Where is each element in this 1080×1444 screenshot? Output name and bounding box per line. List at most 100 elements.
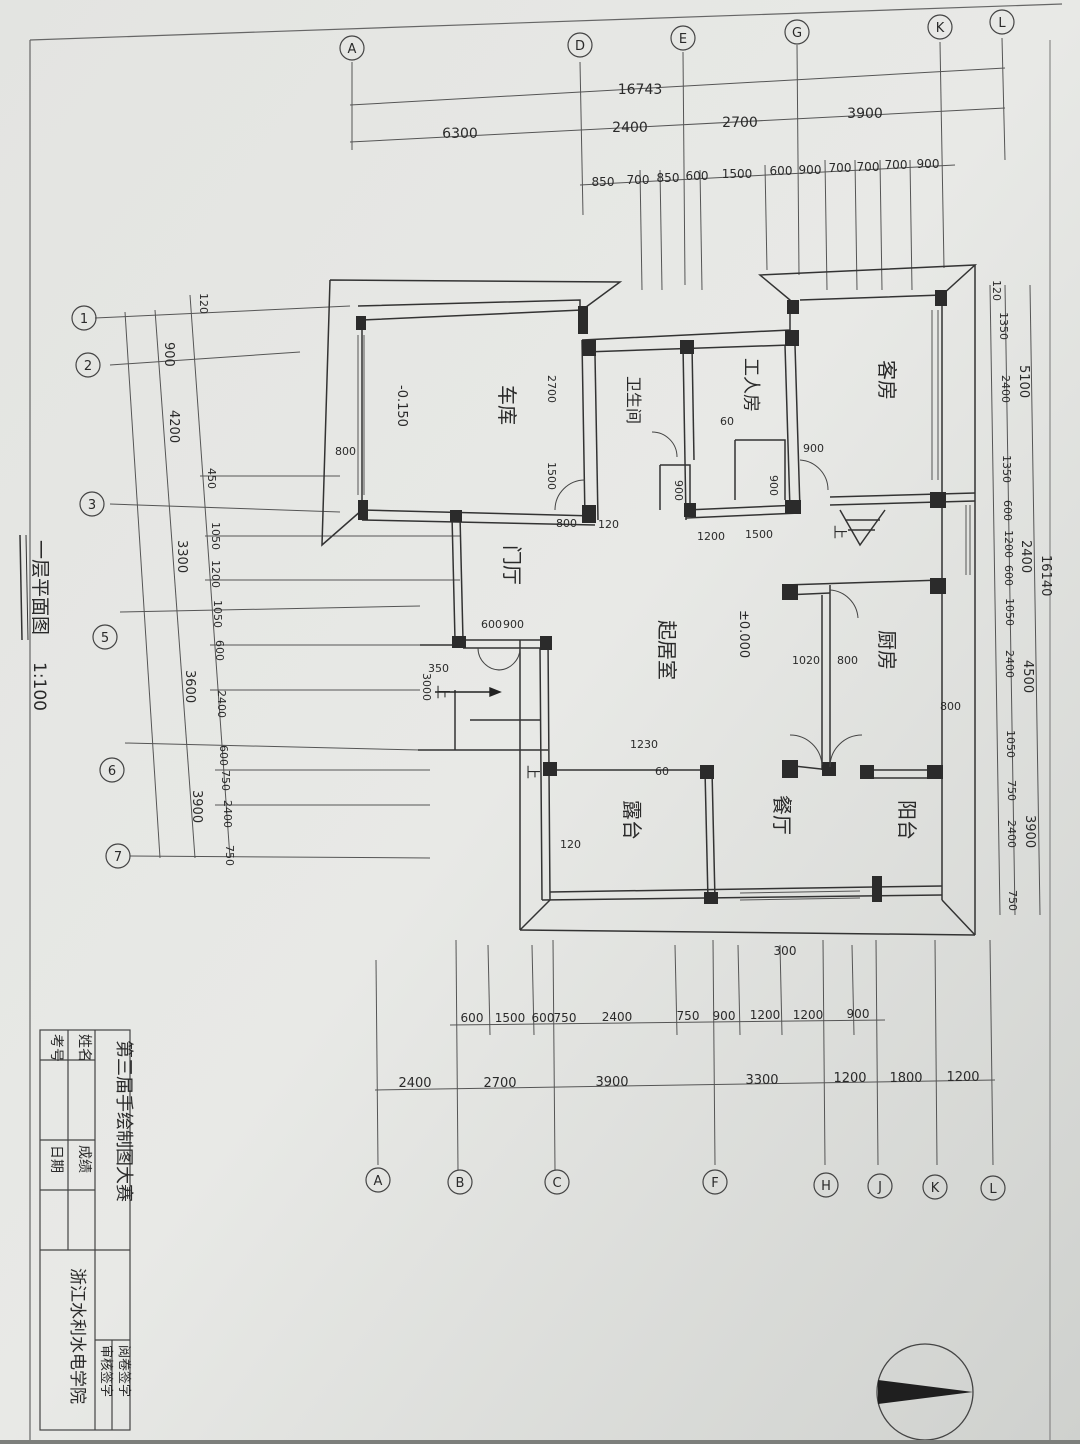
axis-bubble-7 bbox=[105, 843, 131, 869]
dim-top-chain: 3900 bbox=[847, 106, 883, 122]
dim-right-detail: 1050 bbox=[1004, 730, 1017, 758]
axis-bubble-H-bottom bbox=[813, 1172, 839, 1198]
title-underline-thin bbox=[25, 534, 29, 641]
axis-bubble-5 bbox=[92, 624, 118, 650]
axis-bubble-J-bottom bbox=[867, 1173, 893, 1199]
approve-signature-label: 阅卷签字 bbox=[116, 1345, 132, 1397]
sheet-border bbox=[29, 3, 1063, 41]
axis-label-D-top: D bbox=[575, 39, 585, 54]
dim-right-detail: 1350 bbox=[1000, 455, 1013, 483]
dim-left-detail: 750 bbox=[219, 770, 232, 791]
north-arrow-icon bbox=[878, 1380, 973, 1404]
dim-right-detail: 2400 bbox=[1003, 650, 1016, 678]
inner-dim: 800 bbox=[940, 700, 961, 713]
axis-label-J-bottom: J bbox=[877, 1180, 882, 1195]
date-label: 日期 bbox=[48, 1145, 64, 1173]
inner-dim: 1200 bbox=[697, 530, 725, 543]
dim-right-detail: 120 bbox=[990, 280, 1003, 301]
contest-name: 第三届手绘制图大赛 bbox=[113, 1040, 134, 1202]
inner-dim: 1500 bbox=[545, 462, 558, 490]
dim-right-chain: 3900 bbox=[1022, 815, 1037, 848]
dim-top-detail: 700 bbox=[885, 158, 908, 172]
inner-dim: 900 bbox=[803, 442, 824, 455]
dim-right-chain: 4500 bbox=[1020, 660, 1035, 693]
dim-top-chain: 2400 bbox=[612, 120, 648, 136]
room-label-garage: 车库 bbox=[495, 385, 519, 425]
dim-bottom-detail: 900 bbox=[713, 1009, 736, 1023]
room-label-terrace: 露台 bbox=[620, 800, 644, 840]
axis-label-H-bottom: H bbox=[821, 1179, 831, 1194]
axis-label-2: 2 bbox=[84, 359, 92, 374]
dim-right-detail: 600 bbox=[1001, 500, 1014, 521]
dim-top-detail: 850 bbox=[657, 171, 680, 185]
dim-right-detail: 1050 bbox=[1003, 598, 1016, 626]
dim-bottom-chain: 2400 bbox=[398, 1076, 431, 1091]
room-label-living-room: 起居室 bbox=[655, 620, 679, 680]
inner-dim: 800 bbox=[837, 654, 858, 667]
axis-label-A-bottom: A bbox=[374, 1174, 383, 1189]
axis-bubble-C-bottom bbox=[544, 1169, 570, 1195]
door-swings bbox=[477, 431, 863, 768]
level-garage: -0.150 bbox=[394, 385, 409, 427]
dim-right-total: 16140 bbox=[1038, 555, 1053, 596]
dim-bottom-detail: 1200 bbox=[793, 1008, 824, 1022]
dim-bottom-chain: 3900 bbox=[595, 1075, 628, 1090]
dim-bottom-chain: 1200 bbox=[833, 1071, 866, 1086]
dim-top-chain: 2700 bbox=[722, 115, 758, 131]
dim-left-detail: 2400 bbox=[215, 690, 228, 718]
inner-dim: 120 bbox=[560, 838, 581, 851]
dim-top-detail: 600 bbox=[770, 164, 793, 178]
stair-up-label: 上 bbox=[434, 685, 450, 699]
dim-right-detail: 600 bbox=[1002, 565, 1015, 586]
room-label-guest-room: 客房 bbox=[875, 360, 899, 400]
axis-label-E-top: E bbox=[679, 32, 687, 47]
dim-bottom-detail: 600 bbox=[461, 1011, 484, 1025]
axis-label-5: 5 bbox=[101, 631, 109, 646]
dim-right-detail: 750 bbox=[1005, 780, 1018, 801]
inner-dim: 900 bbox=[503, 618, 524, 631]
dim-top-chain: 6300 bbox=[442, 126, 478, 142]
inner-dim: 1230 bbox=[630, 738, 658, 751]
dim-left-chain: 4200 bbox=[166, 410, 181, 443]
room-label-dining-hall: 餐厅 bbox=[770, 795, 794, 835]
dim-bottom-detail: 2400 bbox=[602, 1010, 633, 1024]
inner-dim: 900 bbox=[672, 480, 685, 501]
inner-dim: 600 bbox=[481, 618, 502, 631]
axis-bubble-2 bbox=[75, 352, 101, 378]
drawing-scale: 1:100 bbox=[29, 662, 49, 711]
room-label-balcony: 阳台 bbox=[895, 800, 919, 840]
dim-left-detail: 1200 bbox=[209, 560, 222, 588]
stair-up-label: 上 bbox=[831, 525, 847, 539]
dim-top-detail: 900 bbox=[799, 163, 822, 177]
axis-bubble-1 bbox=[71, 305, 97, 331]
dim-right-detail: 750 bbox=[1006, 890, 1019, 911]
axis-bubble-L-bottom bbox=[980, 1175, 1006, 1201]
dim-left-detail: 450 bbox=[205, 468, 218, 489]
room-label-bathroom: 卫生间 bbox=[624, 376, 643, 424]
dim-top-total: 16743 bbox=[618, 82, 663, 98]
dim-bottom-chain: 1200 bbox=[946, 1070, 979, 1085]
axis-bubble-F-bottom bbox=[702, 1169, 728, 1195]
dim-bottom-detail: 750 bbox=[554, 1011, 577, 1025]
dim-right-chain: 2400 bbox=[1018, 540, 1033, 573]
id-label: 考号 bbox=[48, 1034, 64, 1062]
dim-top-detail: 700 bbox=[627, 173, 650, 187]
dim-bottom-detail: 900 bbox=[847, 1007, 870, 1021]
dim-left-detail: 750 bbox=[223, 845, 236, 866]
axis-bubble-6 bbox=[99, 757, 125, 783]
axis-label-A-top: A bbox=[348, 42, 357, 57]
dim-right-detail: 1350 bbox=[997, 312, 1010, 340]
school-name: 浙江水利水电学院 bbox=[67, 1268, 87, 1404]
dim-right-detail: 2400 bbox=[1005, 820, 1018, 848]
dim-left-detail: 1050 bbox=[209, 522, 222, 550]
dim-right-chain: 5100 bbox=[1016, 365, 1031, 398]
room-label-worker-room: 工人房 bbox=[740, 358, 761, 412]
dim-left-chain: 3600 bbox=[182, 670, 197, 703]
axis-bubble-A-top bbox=[339, 35, 365, 61]
inner-dim: 60 bbox=[655, 765, 669, 778]
dim-top-detail: 600 bbox=[686, 169, 709, 183]
inner-dim: 900 bbox=[767, 475, 780, 496]
name-label: 姓名 bbox=[76, 1034, 92, 1062]
